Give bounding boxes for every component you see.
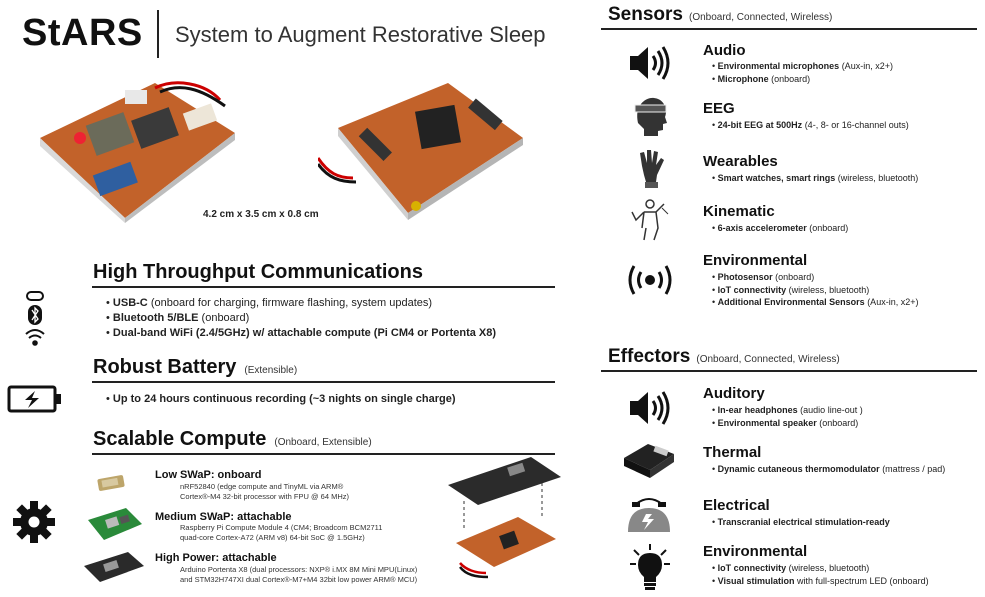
- glove-icon: [640, 150, 664, 188]
- sensor-wearables-title: Wearables: [703, 153, 778, 170]
- list-item: Dual-band WiFi (2.4/5GHz) w/ attachable …: [106, 326, 496, 341]
- compute-medium-title: Medium SWaP: attachable: [155, 511, 292, 523]
- sensor-kinematic-list: 6-axis accelerometer (onboard): [712, 222, 849, 235]
- bluetooth-icon: [28, 305, 42, 325]
- speaker-icon: [630, 46, 670, 80]
- usb-c-icon: [26, 291, 44, 301]
- effector-thermal-title: Thermal: [703, 444, 762, 461]
- compute-low-desc: nRF52840 (edge compute and TinyML via AR…: [180, 482, 350, 501]
- list-item: USB-C (onboard for charging, firmware fl…: [106, 296, 496, 311]
- board-front-image: [40, 81, 235, 223]
- sensor-audio-title: Audio: [703, 42, 746, 59]
- battery-rule: [92, 381, 555, 383]
- effector-environmental-list: IoT connectivity (wireless, bluetooth) V…: [712, 562, 929, 587]
- sensor-environmental-list: Photosensor (onboard) IoT connectivity (…: [712, 271, 919, 309]
- brand-subtitle: System to Augment Restorative Sleep: [175, 22, 546, 47]
- stimulation-icon: [628, 498, 670, 532]
- board-dimensions: 4.2 cm x 3.5 cm x 0.8 cm: [203, 209, 319, 220]
- communications-rule: [92, 286, 555, 288]
- wifi-icon: [25, 329, 45, 346]
- sensor-eeg-title: EEG: [703, 100, 735, 117]
- list-item: IoT connectivity (wireless, bluetooth): [712, 284, 918, 297]
- sensor-kinematic-title: Kinematic: [703, 203, 775, 220]
- pi-cm4-image: [88, 508, 142, 540]
- list-item: Microphone (onboard): [712, 73, 893, 86]
- battery-icon: [7, 385, 61, 413]
- effectors-rule: [601, 370, 977, 372]
- gear-icon: [13, 501, 55, 543]
- effector-thermal-list: Dynamic cutaneous thermomodulator (mattr…: [712, 463, 946, 476]
- body-motion-icon: [631, 199, 669, 241]
- speaker-icon: [630, 391, 670, 425]
- connectivity-icons: [25, 291, 45, 346]
- effector-electrical-list: Transcranial electrical stimulation-read…: [712, 516, 890, 529]
- list-item: Up to 24 hours continuous recording (~3 …: [106, 392, 456, 407]
- communications-list: USB-C (onboard for charging, firmware fl…: [106, 296, 496, 341]
- lightbulb-icon: [630, 544, 670, 590]
- compute-low-title: Low SWaP: onboard: [155, 469, 262, 481]
- sensor-audio-list: Environmental microphones (Aux-in, x2+) …: [712, 60, 893, 85]
- effector-environmental-title: Environmental: [703, 543, 808, 560]
- board-back-image: [318, 83, 523, 220]
- head-band-icon: [634, 97, 667, 136]
- effector-electrical-title: Electrical: [703, 497, 770, 514]
- nrf-chip-image: [97, 475, 125, 491]
- sensors-rule: [601, 28, 977, 30]
- mattress-icon: [624, 444, 674, 478]
- compute-high-title: High Power: attachable: [155, 552, 277, 564]
- list-item: Transcranial electrical stimulation-read…: [712, 516, 890, 529]
- sensors-title: Sensors(Onboard, Connected, Wireless): [608, 4, 833, 25]
- compute-rule: [92, 453, 555, 455]
- sensor-wearables-list: Smart watches, smart rings (wireless, bl…: [712, 172, 919, 185]
- battery-title: Robust Battery(Extensible): [93, 356, 298, 378]
- broadcast-icon: [628, 265, 672, 295]
- sensor-eeg-list: 24-bit EEG at 500Hz (4-, 8- or 16-channe…: [712, 119, 909, 132]
- stacked-board-image: [448, 457, 561, 579]
- portenta-x8-image: [84, 552, 144, 582]
- compute-medium-desc: Raspberry Pi Compute Module 4 (CM4; Broa…: [180, 523, 383, 542]
- list-item: Dynamic cutaneous thermomodulator (mattr…: [712, 463, 946, 476]
- compute-high-desc: Arduino Portenta X8 (dual processors: NX…: [180, 565, 418, 584]
- brand-title: StARS: [22, 12, 143, 54]
- list-item: Visual stimulation with full-spectrum LE…: [712, 575, 929, 588]
- sensor-environmental-title: Environmental: [703, 252, 808, 269]
- list-item: Environmental speaker (onboard): [712, 417, 863, 430]
- compute-title: Scalable Compute(Onboard, Extensible): [93, 428, 372, 450]
- list-item: Smart watches, smart rings (wireless, bl…: [712, 172, 919, 185]
- list-item: IoT connectivity (wireless, bluetooth): [712, 562, 929, 575]
- effector-auditory-list: In-ear headphones (audio line-out ) Envi…: [712, 404, 863, 429]
- title-divider: [157, 10, 159, 58]
- list-item: Photosensor (onboard): [712, 271, 918, 284]
- effector-auditory-title: Auditory: [703, 385, 765, 402]
- list-item: Bluetooth 5/BLE (onboard): [106, 311, 496, 326]
- list-item: Environmental microphones (Aux-in, x2+): [712, 60, 893, 73]
- list-item: Additional Environmental Sensors (Aux-in…: [712, 296, 919, 309]
- communications-title: High Throughput Communications: [93, 261, 423, 283]
- list-item: In-ear headphones (audio line-out ): [712, 404, 863, 417]
- battery-list: Up to 24 hours continuous recording (~3 …: [106, 392, 456, 407]
- list-item: 6-axis accelerometer (onboard): [712, 222, 849, 235]
- effectors-title: Effectors(Onboard, Connected, Wireless): [608, 346, 840, 367]
- list-item: 24-bit EEG at 500Hz (4-, 8- or 16-channe…: [712, 119, 909, 132]
